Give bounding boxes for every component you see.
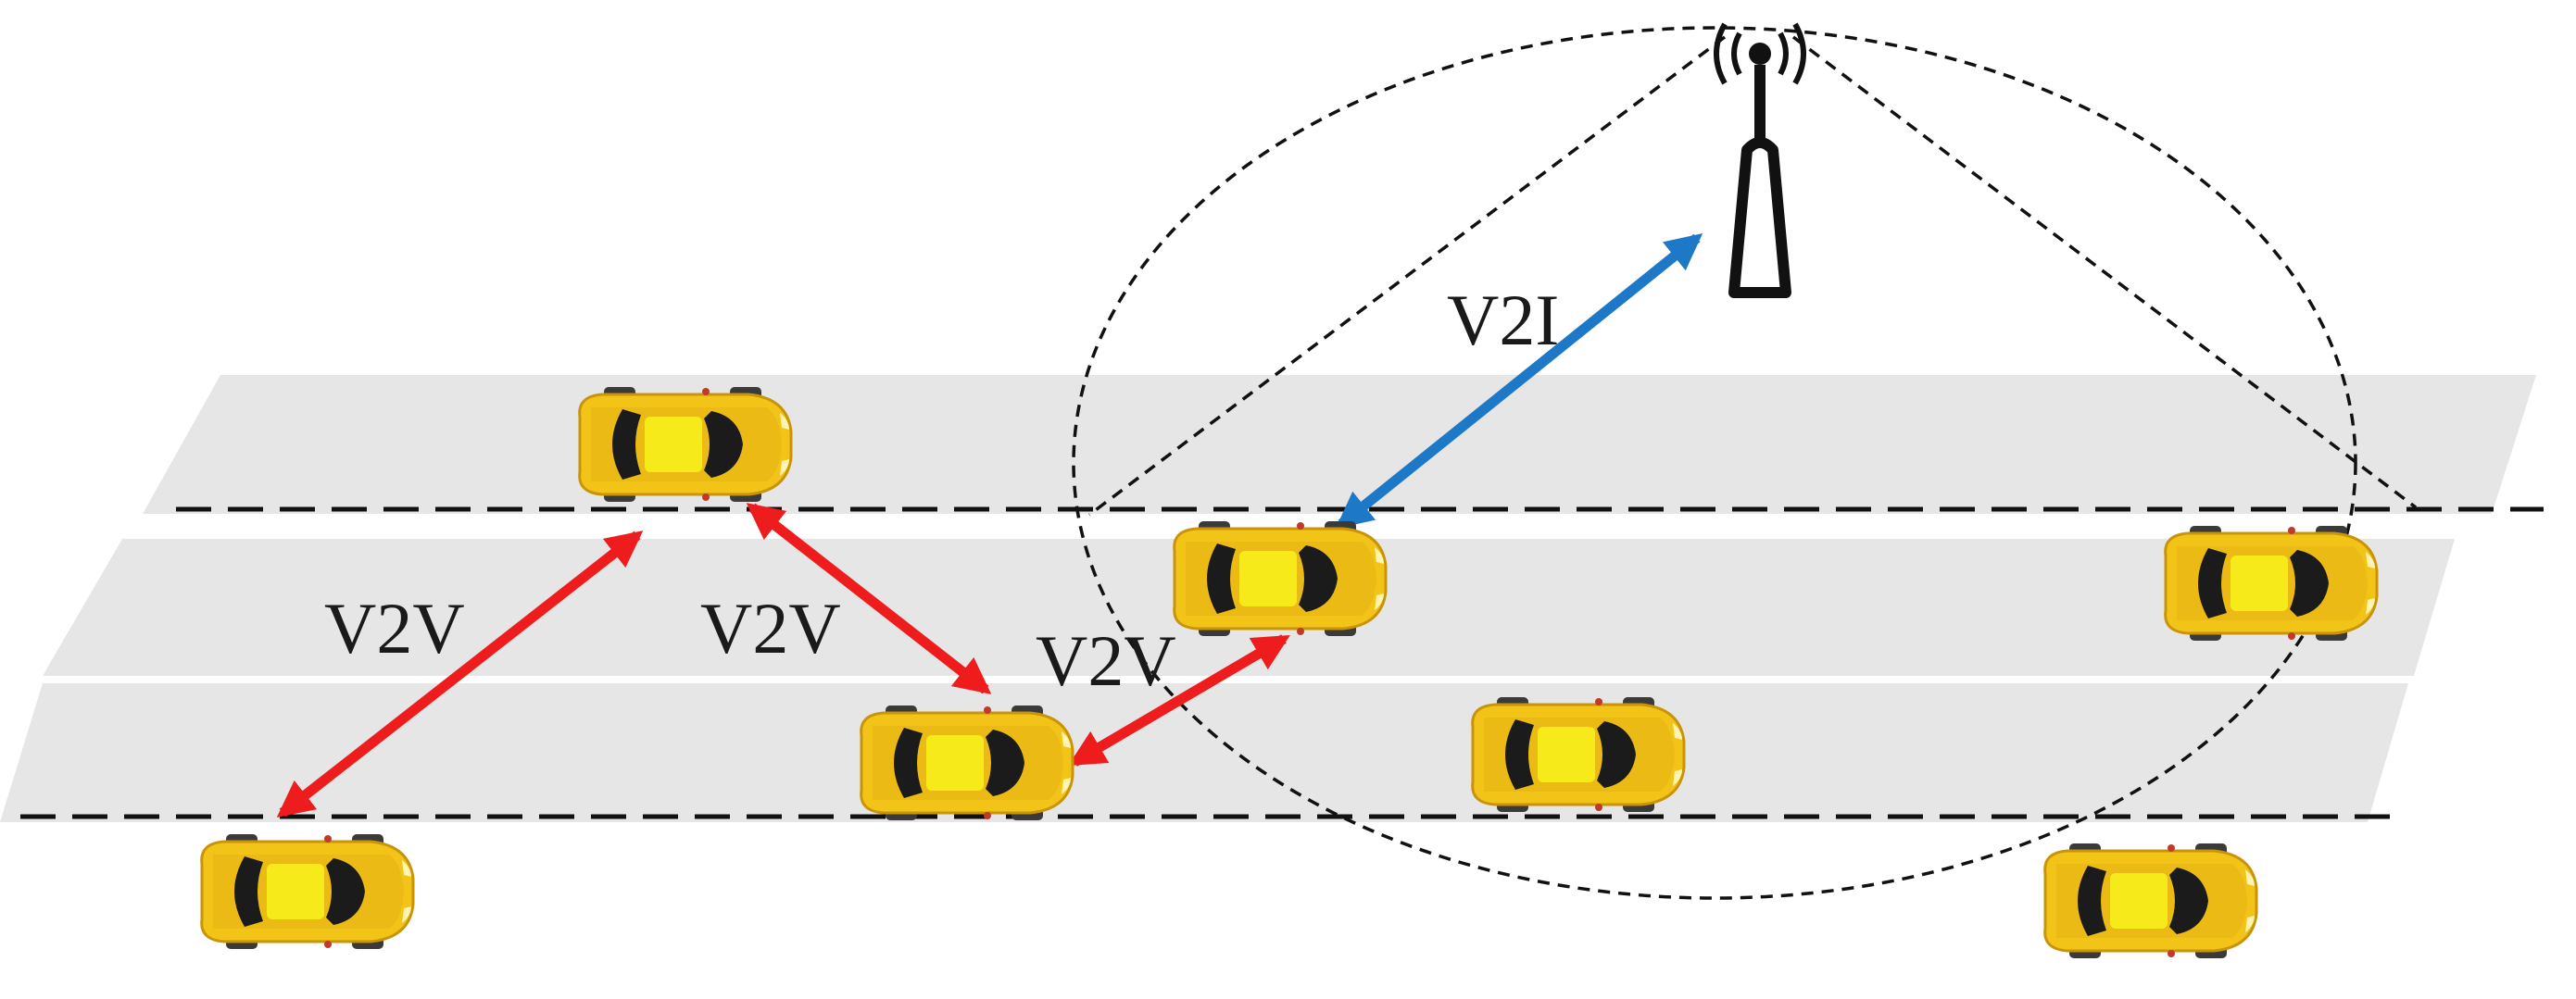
coverage-edge-right (1791, 35, 2418, 509)
cell-tower-icon (1714, 22, 1806, 298)
coverage-ellipse (1072, 26, 2357, 900)
car-icon (860, 704, 1074, 822)
car-icon (2164, 524, 2379, 643)
v2v-link-arrow-middle (746, 503, 992, 694)
v2v-label-middle: V2V (700, 588, 841, 668)
car-icon (578, 385, 793, 504)
road-lane-top (143, 375, 2536, 514)
v2i-label: V2I (1447, 280, 1559, 360)
v2i-link-arrow (1335, 233, 1703, 529)
v2v-link-arrow-right (1068, 634, 1290, 767)
car-icon (2043, 842, 2258, 960)
v2v-label-left: V2V (324, 588, 465, 668)
communication-links (276, 233, 1703, 818)
car-icon (1471, 695, 1686, 814)
car-icon (1173, 519, 1388, 638)
v2v-label-right: V2V (1036, 620, 1176, 701)
v2v-link-arrow-left (276, 531, 644, 818)
car-icon (200, 832, 415, 951)
